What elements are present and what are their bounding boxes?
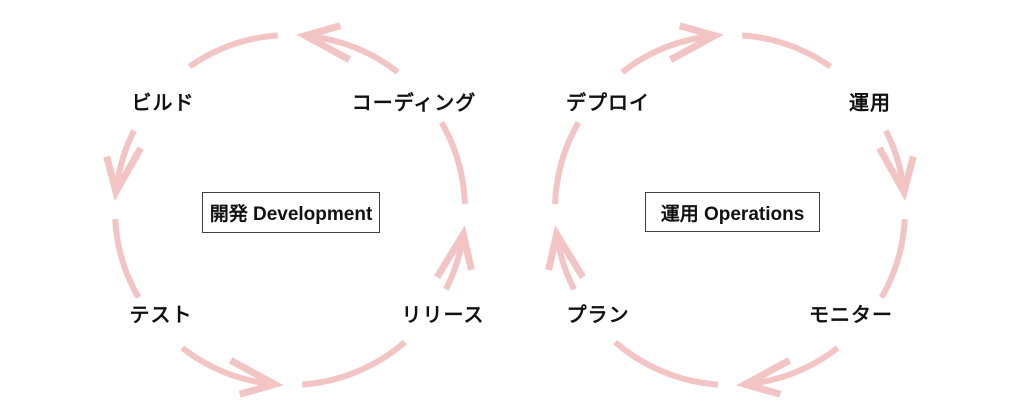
step-label-test: テスト (126, 298, 196, 328)
operations-center-box: 運用 Operations (645, 192, 820, 232)
step-label-plan: プラン (563, 298, 633, 328)
operations-center-label: 運用 Operations (660, 203, 805, 225)
development-center-label: 開発 Development (209, 204, 373, 225)
step-label-monitor: モニター (806, 298, 896, 328)
step-label-release: リリース (398, 298, 488, 328)
step-label-build: ビルド (128, 86, 198, 116)
step-label-coding: コーディング (348, 86, 480, 116)
development-center-box: 開発 Development (202, 192, 380, 233)
step-label-operate: 運用 (846, 86, 894, 116)
step-label-deploy: デプロイ (563, 86, 653, 116)
